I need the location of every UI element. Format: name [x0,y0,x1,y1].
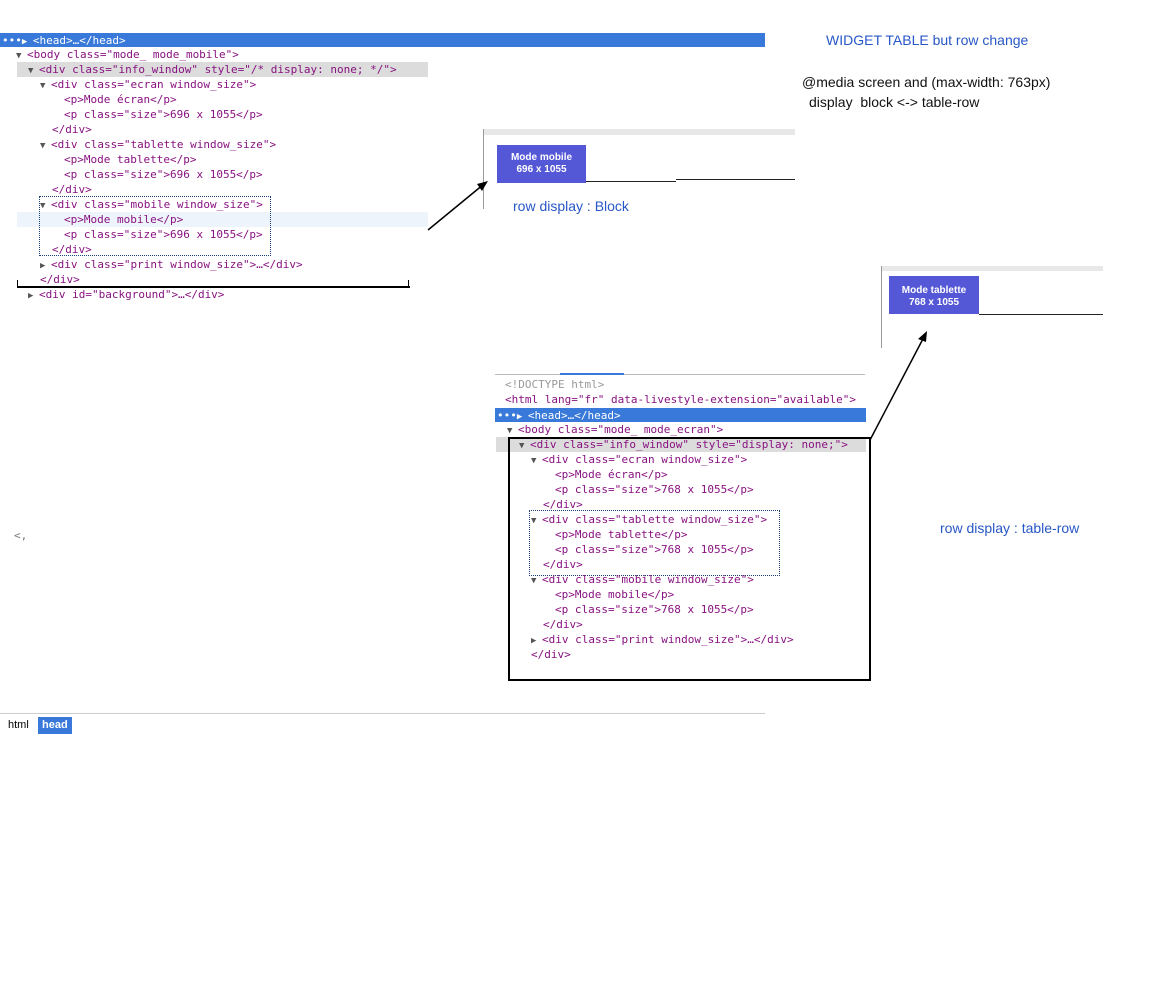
left-underline-tick-left [17,280,18,288]
annotation-media-query: @media screen and (max-width: 763px) [802,74,1051,90]
collapse-triangle-icon[interactable]: ▼ [507,426,513,436]
left-mobile-hover-row[interactable] [17,212,428,227]
left-head-row-selected[interactable]: •••▶<head>…</head> [0,33,765,47]
devtools-breadcrumb-bar: html head [0,713,765,734]
right-ecran-close[interactable]: </div> [543,498,583,511]
left-underline [17,286,410,288]
left-mobile-highlight-box [39,196,271,256]
right-tablette-highlight-box [529,510,780,576]
right-ecran-p[interactable]: <p>Mode écran</p> [555,468,668,481]
right-mobile-div[interactable]: <div class="mobile window_size"> [542,573,754,586]
left-tablette-div[interactable]: <div class="tablette window_size"> [51,138,277,151]
left-stray-text: <, [14,529,28,542]
left-ecran-size[interactable]: <p class="size">696 x 1055</p> [64,108,263,121]
tablette-widget: Mode tablette 768 x 1055 [889,276,979,314]
right-tablette-div[interactable]: <div class="tablette window_size"> [542,513,768,526]
collapse-triangle-icon[interactable]: ▼ [531,456,537,466]
left-ecran-div[interactable]: <div class="ecran window_size"> [51,78,257,91]
right-info-window-outline [508,437,871,681]
collapse-triangle-icon[interactable]: ▼ [40,81,46,91]
annotation-row-table: row display : table-row [940,520,1080,536]
left-print-div[interactable]: <div class="print window_size">…</div> [51,258,303,271]
right-ecran-size[interactable]: <p class="size">768 x 1055</p> [555,483,754,496]
right-tablette-p[interactable]: <p>Mode tablette</p> [555,528,688,541]
left-mobile-size[interactable]: <p class="size">696 x 1055</p> [64,228,263,241]
expand-triangle-icon[interactable]: ▶ [40,261,46,271]
breadcrumb-head[interactable]: head [38,717,72,734]
right-doctype[interactable]: <!DOCTYPE html> [505,378,605,391]
annotation-display-toggle: display block <-> table-row [809,94,980,110]
tablette-thumb-top-strip [881,266,1103,271]
left-body-tag[interactable]: <body class="mode_ mode_mobile"> [27,48,239,61]
left-tablette-p[interactable]: <p>Mode tablette</p> [64,153,197,166]
left-tablette-size[interactable]: <p class="size">696 x 1055</p> [64,168,263,181]
mobile-thumb-line-1 [586,181,676,182]
mobile-thumb-top-strip [483,129,795,135]
right-panel-top-border [495,374,865,375]
collapse-triangle-icon[interactable]: ▼ [40,141,46,151]
left-ecran-close[interactable]: </div> [52,123,92,136]
right-tablette-close[interactable]: </div> [543,558,583,571]
expand-triangle-icon[interactable]: ▶ [28,291,34,301]
right-panel-tab-indicator [560,373,624,375]
mobile-thumb-line-2 [676,179,795,180]
tablette-thumb-left-edge [881,266,882,348]
right-mobile-p[interactable]: <p>Mode mobile</p> [555,588,675,601]
right-elements-panel: <!DOCTYPE html> <html lang="fr" data-liv… [0,373,1171,990]
mobile-thumb-left-edge [483,129,484,209]
right-body-tag[interactable]: <body class="mode_ mode_ecran"> [518,423,724,436]
left-ecran-p[interactable]: <p>Mode écran</p> [64,93,177,106]
annotation-row-block: row display : Block [513,198,629,214]
left-mobile-close[interactable]: </div> [52,243,92,256]
right-ecran-div[interactable]: <div class="ecran window_size"> [542,453,748,466]
left-background-div[interactable]: <div id="background">…</div> [39,288,225,301]
right-mobile-close[interactable]: </div> [543,618,583,631]
collapse-triangle-icon[interactable]: ▼ [16,51,22,61]
right-head-tag: <head>…</head> [527,409,621,422]
right-mobile-size[interactable]: <p class="size">768 x 1055</p> [555,603,754,616]
collapse-triangle-icon[interactable]: ▼ [531,576,537,586]
expand-triangle-icon[interactable]: ▶ [531,636,537,646]
mobile-widget: Mode mobile 696 x 1055 [497,145,586,183]
left-info-window-close[interactable]: </div> [40,273,80,286]
right-info-window-close[interactable]: </div> [531,648,571,661]
left-elements-panel: •••▶<head>…</head> ▼ <body class="mode_ m… [0,33,765,542]
breadcrumb-html[interactable]: html [8,719,29,731]
right-tablette-size[interactable]: <p class="size">768 x 1055</p> [555,543,754,556]
left-info-window-row[interactable] [17,62,428,77]
arrow-to-mobile-widget-icon [427,181,927,441]
annotation-title: WIDGET TABLE but row change [826,32,1029,48]
right-head-row-selected[interactable]: •••▶<head>…</head> [495,408,866,422]
right-info-window-row[interactable] [496,437,866,452]
left-mobile-p[interactable]: <p>Mode mobile</p> [64,213,184,226]
tablette-thumb-line [979,314,1103,315]
left-tablette-close[interactable]: </div> [52,183,92,196]
collapse-triangle-icon[interactable]: ▼ [531,516,537,526]
mobile-widget-size: 696 x 1055 [516,164,567,175]
left-head-tag: <head>…</head> [32,34,126,47]
left-info-window-tag[interactable]: <div class="info_window" style="/* displ… [39,63,397,76]
collapse-triangle-icon[interactable]: ▼ [28,66,34,76]
left-mobile-div[interactable]: <div class="mobile window_size"> [51,198,263,211]
tablette-widget-size: 768 x 1055 [908,297,960,308]
right-print-div[interactable]: <div class="print window_size">…</div> [542,633,794,646]
right-info-window-tag[interactable]: <div class="info_window" style="display:… [530,438,848,451]
mobile-widget-label: Mode mobile [510,152,573,163]
tablette-widget-label: Mode tablette [901,285,967,296]
left-underline-tick-right [408,280,409,288]
right-html-tag[interactable]: <html lang="fr" data-livestyle-extension… [505,393,856,406]
collapse-triangle-icon[interactable]: ▼ [519,441,525,451]
collapse-triangle-icon[interactable]: ▼ [40,201,46,211]
